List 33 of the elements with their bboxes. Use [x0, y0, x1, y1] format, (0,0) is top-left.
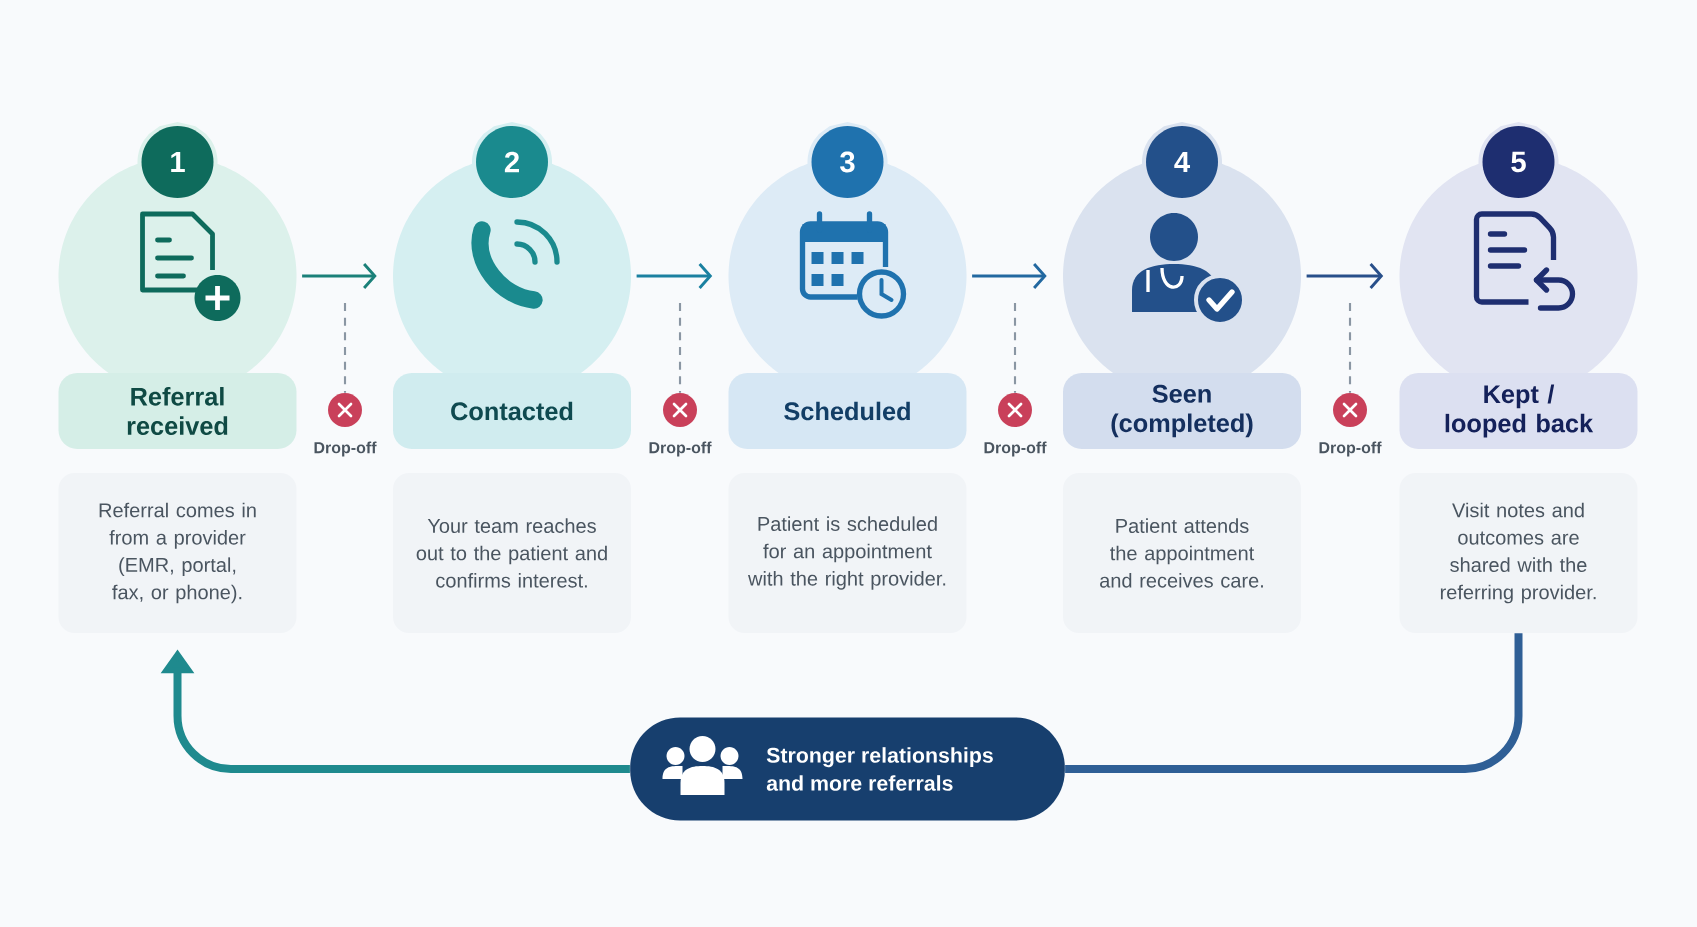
drop-off-line — [343, 303, 347, 393]
title-pill: Seen (completed) — [1063, 373, 1301, 449]
drop-off-label: Drop-off — [984, 441, 1047, 457]
arrow — [1306, 263, 1384, 289]
number-badge: 5 — [1482, 126, 1555, 198]
number-badge: 2 — [476, 126, 548, 198]
drop-off-line — [1013, 303, 1017, 393]
drop-off-label: Drop-off — [1319, 441, 1382, 457]
description-card: Referral comes in from a provider (EMR, portal, fax, or phone). — [58, 473, 297, 633]
arrow — [972, 263, 1047, 289]
title-pill: Kept / looped back — [1399, 373, 1638, 449]
number-badge: 1 — [141, 126, 214, 198]
number-badge: 4 — [1146, 126, 1218, 198]
drop-off-marker — [1333, 393, 1367, 427]
description-card: Patient attends the appointment and receives care. — [1063, 473, 1301, 633]
title-pill: Scheduled — [728, 373, 967, 449]
title-pill: Contacted — [393, 373, 631, 449]
drop-off-line — [1348, 303, 1352, 393]
drop-off-marker — [663, 393, 697, 427]
node-label: Contacted — [451, 401, 573, 421]
title-pill: Referral received — [58, 373, 297, 449]
node-label: Kept / looped back — [1445, 384, 1594, 438]
drop-off-marker — [328, 393, 362, 427]
drop-off-label: Drop-off — [649, 441, 712, 457]
description-card: Patient is scheduled for an appointment with the right provider. — [728, 473, 967, 633]
drop-off-line — [678, 303, 682, 393]
number-badge: 3 — [811, 126, 884, 198]
drop-off-marker — [998, 393, 1032, 427]
drop-off-label: Drop-off — [314, 441, 377, 457]
arrow — [302, 263, 377, 289]
arrow — [636, 263, 713, 289]
description-card: Visit notes and outcomes are shared with the referring provider. — [1399, 473, 1638, 633]
description-card: Your team reaches out to the patient and confirms interest. — [393, 473, 631, 633]
